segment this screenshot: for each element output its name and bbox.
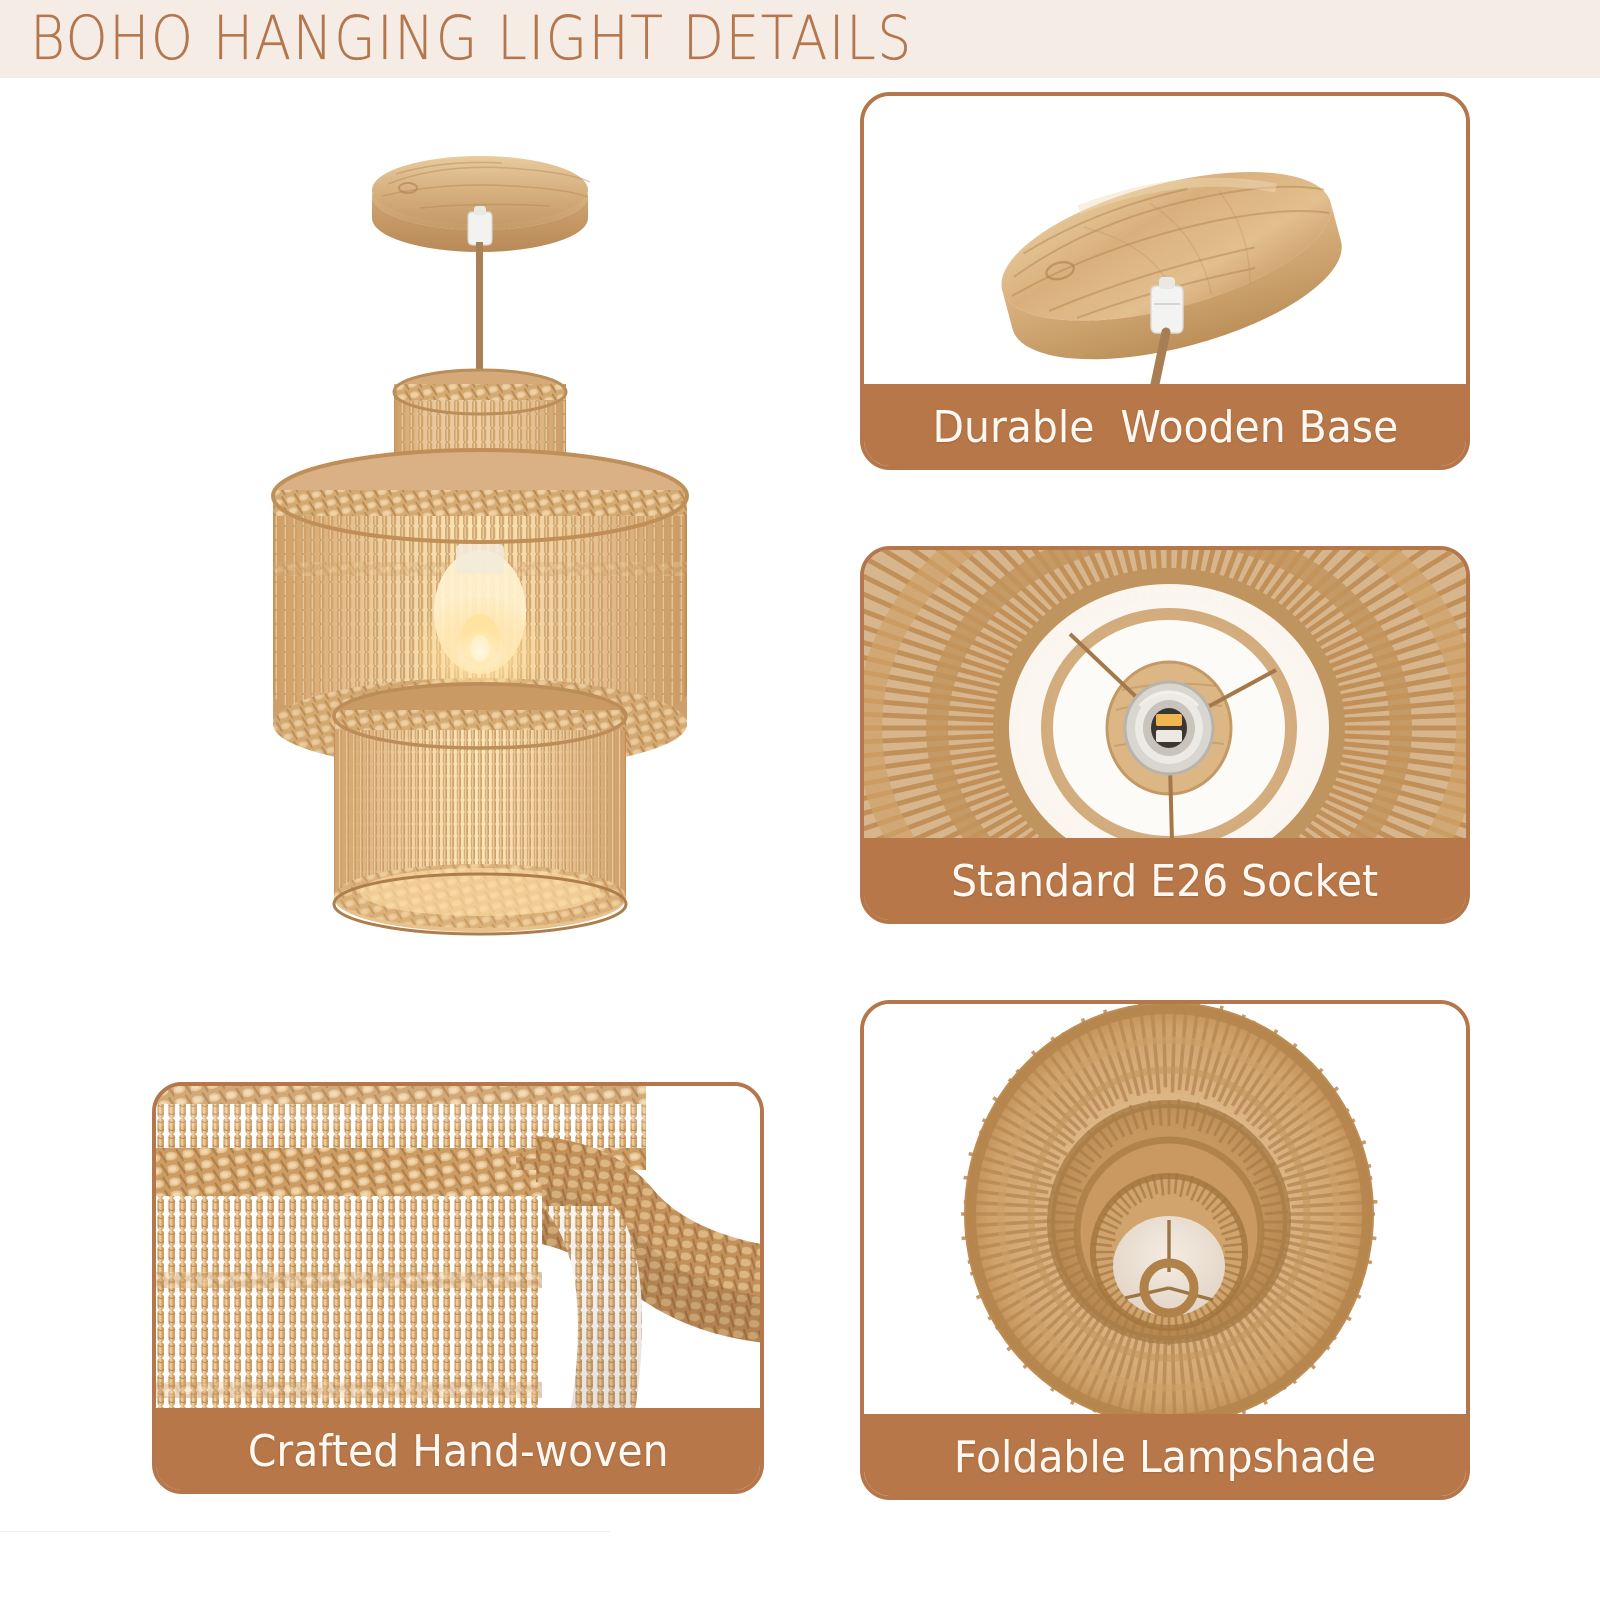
caption-label: Crafted Hand-woven	[247, 1425, 669, 1477]
feature-card-socket[interactable]: Standard E26 Socket	[860, 546, 1470, 924]
edison-bulb	[410, 544, 550, 708]
hero-product-image	[120, 92, 840, 1052]
e26-socket	[1123, 680, 1215, 776]
caption-label: Foldable Lampshade	[953, 1431, 1377, 1483]
feature-card-lampshade[interactable]: Foldable Lampshade	[860, 1000, 1470, 1500]
caption-bar-handwoven: Crafted Hand-woven	[156, 1408, 760, 1490]
shade-tier-bottom	[332, 682, 628, 936]
hanging-cord	[476, 242, 483, 392]
pendant-light-illustration	[271, 156, 689, 936]
header-band	[0, 0, 1600, 78]
cord-grip	[1150, 277, 1184, 334]
caption-bar-socket: Standard E26 Socket	[864, 838, 1466, 920]
page-separator-line	[0, 1531, 610, 1532]
caption-label: Durable Wooden Base	[932, 401, 1398, 453]
feature-card-handwoven[interactable]: Crafted Hand-woven	[152, 1082, 764, 1494]
wooden-canopy-angled-illustration	[1001, 172, 1342, 466]
cord-grip	[467, 206, 493, 246]
caption-label: Standard E26 Socket	[951, 855, 1379, 907]
caption-bar-lampshade: Foldable Lampshade	[864, 1414, 1466, 1496]
caption-bar-wooden-base: Durable Wooden Base	[864, 384, 1466, 466]
feature-card-wooden-base[interactable]: Durable Wooden Base	[860, 92, 1470, 470]
page-title: BOHO HANGING LIGHT DETAILS	[30, 4, 913, 74]
wooden-canopy	[372, 156, 591, 252]
